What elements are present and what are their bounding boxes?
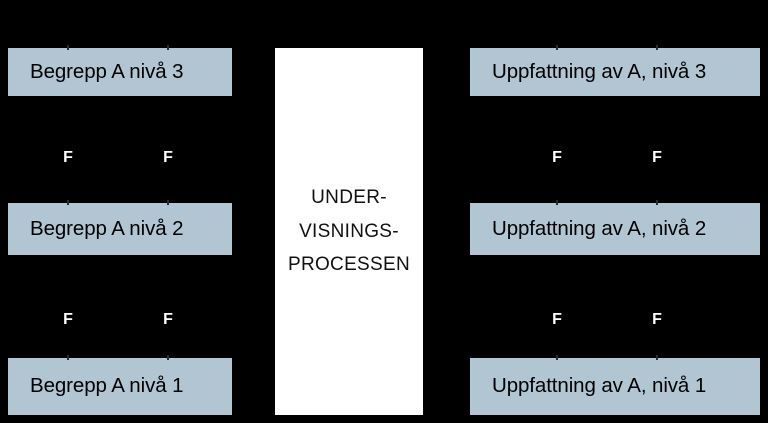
conception-box-level-3-label: Uppfattning av A, nivå 3 [492, 59, 707, 83]
connector-stub [656, 45, 658, 50]
relation-label-left-upper-1: F [63, 149, 73, 166]
connector-stub [556, 355, 558, 360]
concept-box-level-2[interactable]: Begrepp A nivå 2 [8, 203, 232, 255]
connector-stub [656, 355, 658, 360]
connector-stub [167, 45, 169, 50]
connector-stub [67, 45, 69, 50]
connector-stub [167, 200, 169, 205]
connector-stub [556, 45, 558, 50]
teaching-process-line-2: VISNINGS- [299, 220, 399, 242]
conception-box-level-2[interactable]: Uppfattning av A, nivå 2 [470, 203, 760, 255]
conception-box-level-3[interactable]: Uppfattning av A, nivå 3 [470, 48, 760, 96]
concept-box-level-1-label: Begrepp A nivå 1 [30, 374, 184, 398]
relation-label-left-lower-2: F [163, 311, 173, 328]
relation-label-right-upper-1: F [552, 149, 562, 166]
conception-box-level-2-label: Uppfattning av A, nivå 2 [492, 216, 707, 240]
teaching-process-panel[interactable]: UNDER- VISNINGS- PROCESSEN [275, 48, 423, 415]
concept-box-level-3[interactable]: Begrepp A nivå 3 [8, 48, 232, 96]
connector-stub [167, 355, 169, 360]
connector-stub [656, 200, 658, 205]
conception-box-level-1-label: Uppfattning av A, nivå 1 [492, 374, 707, 398]
connector-stub [556, 200, 558, 205]
concept-box-level-2-label: Begrepp A nivå 2 [30, 216, 184, 240]
teaching-process-line-3: PROCESSEN [287, 254, 410, 276]
relation-label-left-upper-2: F [163, 149, 173, 166]
connector-stub [67, 200, 69, 205]
relation-label-left-lower-1: F [63, 311, 73, 328]
teaching-process-line-1: UNDER- [311, 186, 387, 208]
concept-box-level-1[interactable]: Begrepp A nivå 1 [8, 358, 232, 415]
relation-label-right-lower-1: F [552, 311, 562, 328]
relation-label-right-upper-2: F [652, 149, 662, 166]
concept-box-level-3-label: Begrepp A nivå 3 [30, 59, 184, 83]
conception-box-level-1[interactable]: Uppfattning av A, nivå 1 [470, 358, 760, 415]
connector-stub [67, 355, 69, 360]
relation-label-right-lower-2: F [652, 311, 662, 328]
